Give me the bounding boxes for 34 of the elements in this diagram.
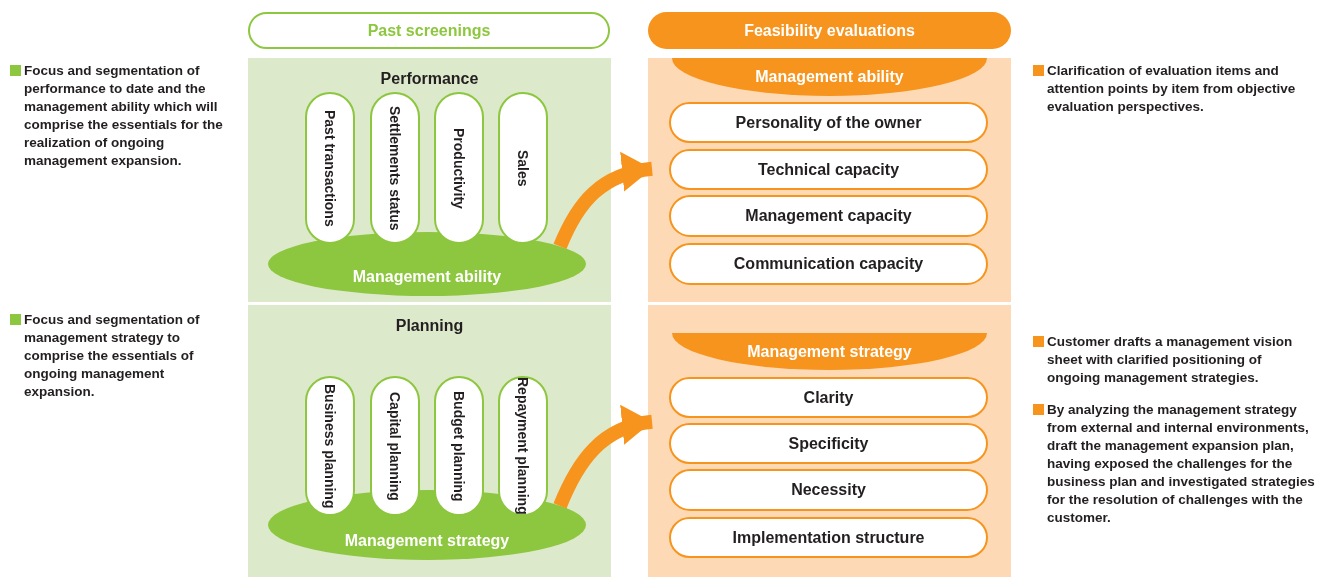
panel-heading: Planning — [394, 317, 465, 335]
evaluation-item: Clarity — [669, 377, 988, 418]
note-text: Focus and segmentation of management strategy to comprise the essentials of ongoing management expansion. — [24, 311, 201, 401]
section-header: Feasibility evaluations — [648, 12, 1011, 49]
evaluation-item: Technical capacity — [669, 149, 988, 190]
category-pillar: Settlements status — [370, 92, 420, 244]
evaluation-panel — [648, 305, 1011, 577]
evaluation-item: Implementation structure — [669, 517, 988, 558]
screening-panel — [248, 58, 611, 302]
panel-heading: Performance — [379, 70, 480, 88]
section-header: Past screenings — [248, 12, 610, 49]
evaluation-item: Management capacity — [669, 195, 988, 237]
evaluation-item: Communication capacity — [669, 243, 988, 285]
panel-heading-band: Management ability — [672, 58, 987, 96]
evaluation-panel — [648, 58, 1011, 302]
category-pillar: Budget planning — [434, 376, 484, 516]
note-text: Customer drafts a management vision sheet with clarified positioning of ongoing management strategies. — [1047, 333, 1294, 387]
category-pillar: Capital planning — [370, 376, 420, 516]
evaluation-item: Specificity — [669, 423, 988, 464]
screening-panel — [248, 305, 611, 577]
evaluation-item: Personality of the owner — [669, 102, 988, 143]
base-ellipse: Management ability — [268, 232, 586, 296]
curved-arrow — [553, 406, 654, 509]
category-pillar: Business planning — [305, 376, 355, 516]
panel-heading-band: Management strategy — [672, 333, 987, 370]
curved-arrow — [553, 153, 653, 250]
note-text: Focus and segmentation of performance to date and the management ability which will comprise the essentials for the realization of ongoing management expansion. — [24, 62, 224, 170]
evaluation-item: Necessity — [669, 469, 988, 511]
category-pillar: Productivity — [434, 92, 484, 244]
category-pillar: Sales — [498, 92, 548, 244]
category-pillar: Repayment planning — [498, 376, 548, 516]
category-pillar: Past transactions — [305, 92, 355, 244]
note-text: By analyzing the management strategy from external and internal environments, draft the management expansion plan, having exposed the challenges for the business plan and investigated strategies for the resolution of challenges with the customer. — [1047, 401, 1316, 527]
note-text: Clarification of evaluation items and attention points by item from objective evaluation perspectives. — [1047, 62, 1297, 116]
